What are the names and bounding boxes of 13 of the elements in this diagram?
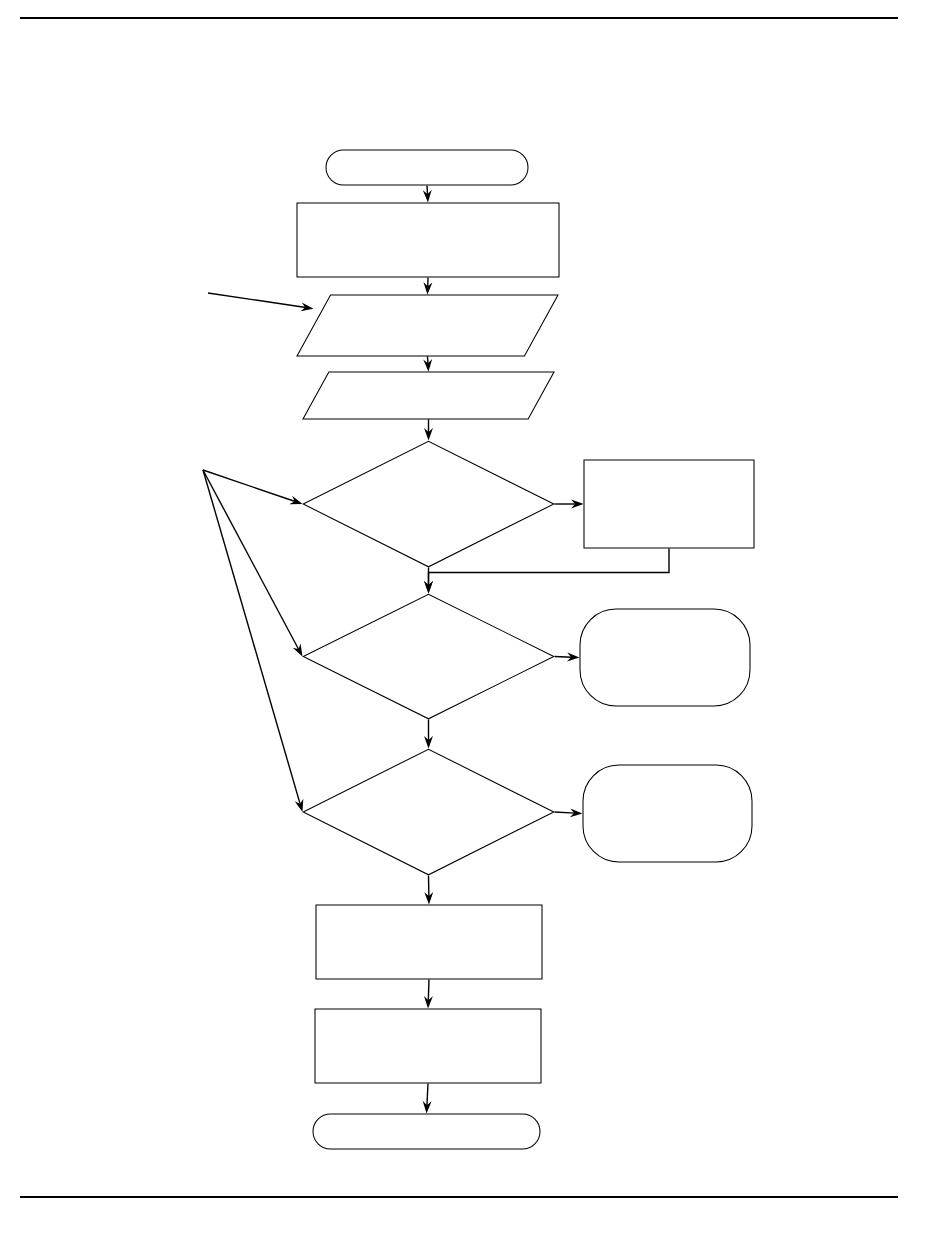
process-box	[314, 1008, 542, 1084]
process-box	[296, 202, 560, 278]
decision-diamond	[302, 593, 555, 720]
decision-diamond	[302, 440, 555, 568]
process-box	[583, 459, 755, 549]
data-parallelogram	[296, 294, 559, 357]
terminal-shape	[325, 149, 529, 186]
terminal-shape	[312, 1113, 541, 1150]
data-parallelogram	[302, 371, 555, 420]
decision-diamond	[302, 748, 555, 876]
terminal-shape	[582, 764, 753, 863]
process-box	[315, 904, 543, 980]
terminal-shape	[579, 608, 751, 707]
